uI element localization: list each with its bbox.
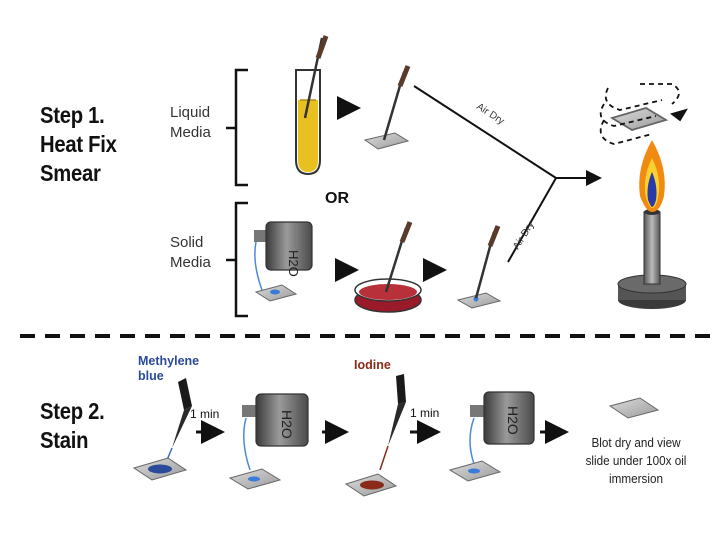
water-bottle-label: H2O xyxy=(286,250,301,277)
time-label-1: 1 min xyxy=(190,407,220,421)
water-bottle-label: H2O xyxy=(279,410,295,439)
step2-title: Step 2. Stain xyxy=(40,397,105,455)
final-slide-icon xyxy=(608,397,660,419)
bunsen-burner-icon xyxy=(617,209,687,309)
step1-title-line: Step 1. xyxy=(40,102,105,128)
time-label-2: 1 min xyxy=(410,406,440,420)
petri-dish-icon xyxy=(354,221,422,313)
flame-icon xyxy=(639,140,665,212)
methylene-blue-dropper-icon xyxy=(161,378,192,473)
solid-media-label-line: Media xyxy=(170,254,211,271)
or-label: OR xyxy=(325,190,349,207)
step1-title: Step 1. Heat Fix Smear xyxy=(40,101,117,188)
water-bottle-icon xyxy=(254,221,313,291)
water-bottle-icon xyxy=(242,393,309,471)
step2-title-line: Stain xyxy=(40,427,89,453)
solid-bracket xyxy=(226,201,248,318)
methylene-blue-label-line: Methylene xyxy=(138,354,200,368)
slide-with-loop-icon xyxy=(363,65,411,150)
slide-with-water-drop-icon xyxy=(228,468,282,490)
air-dry-line-upper xyxy=(413,85,557,179)
air-dry-label-upper: Air Dry xyxy=(474,101,506,127)
air-dry-line-lower xyxy=(507,177,557,263)
air-dry-label-lower: Air Dry xyxy=(511,220,537,252)
slide-with-water-drop-icon xyxy=(254,284,298,302)
slide-with-loop-icon xyxy=(456,225,502,309)
slide-with-water-drop-icon xyxy=(448,460,502,482)
blot-dry-instruction-line: immersion xyxy=(609,471,663,486)
iodine-dropper-icon xyxy=(379,374,406,471)
solid-media-label: Solid Media xyxy=(170,233,211,273)
liquid-media-label: Liquid Media xyxy=(170,103,211,143)
methylene-blue-label-line: blue xyxy=(138,369,164,383)
solid-media-label-line: Solid xyxy=(170,234,204,251)
slide-with-iodine-smear-icon xyxy=(344,473,398,497)
blot-dry-instruction-line: slide under 100x oil xyxy=(585,453,687,468)
liquid-bracket xyxy=(226,68,248,187)
test-tube-icon xyxy=(295,35,329,176)
step1-title-line: Smear xyxy=(40,160,101,186)
step1-title-line: Heat Fix xyxy=(40,131,117,157)
liquid-media-label-line: Media xyxy=(170,124,211,141)
slide-through-flame-icon xyxy=(599,83,688,145)
blot-dry-instruction-line: Blot dry and view xyxy=(591,435,681,450)
liquid-media-label-line: Liquid xyxy=(170,104,211,121)
water-bottle-label: H2O xyxy=(505,406,521,435)
water-bottle-icon xyxy=(469,391,535,465)
step2-title-line: Step 2. xyxy=(40,398,105,424)
methylene-blue-label: Methylene blue xyxy=(138,354,199,384)
iodine-label: Iodine xyxy=(354,358,391,372)
slide-with-blue-smear-icon xyxy=(132,457,188,481)
blot-dry-instruction: Blot dry and view slide under 100x oil i… xyxy=(573,434,699,488)
